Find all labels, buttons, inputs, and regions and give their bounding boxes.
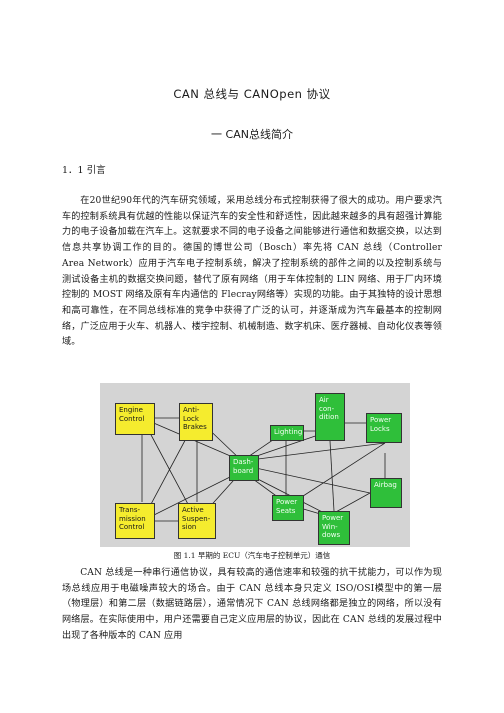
node-active-suspension: Active Suspen- sion xyxy=(178,503,216,539)
link-aircon-powerwindows xyxy=(329,440,335,512)
node-power-locks: Power Locks xyxy=(366,413,402,443)
paragraph-intro: 在20世纪90年代的汽车研究领域，采用总线分布式控制获得了很大的成功。用户要求汽… xyxy=(62,196,442,348)
link-dashboard-powerlocks xyxy=(241,442,386,462)
link-powerseats-powerlocks xyxy=(299,442,386,499)
link-powerwindows-airbag xyxy=(333,492,371,514)
link-dashboard-airbag xyxy=(241,464,371,494)
node-lighting: Lighting xyxy=(270,425,304,441)
paragraph-can-protocol: CAN 总线是一种串行通信协议，具有较高的通信速率和较强的抗干扰能力，可以作为现… xyxy=(62,568,442,641)
node-anti-lock-brakes: Anti- Lock Brakes xyxy=(179,403,213,441)
node-engine-control: Engine Control xyxy=(115,403,155,435)
node-transmission-control: Trans- mission Control xyxy=(115,503,155,539)
node-air-condition: Air con- dition xyxy=(315,393,345,441)
link-transmission-dashboard xyxy=(141,470,243,522)
node-dashboard: Dash- board xyxy=(229,455,259,481)
section-title: 一 CAN总线简介 xyxy=(211,128,293,141)
sub-heading: 1．1 引言 xyxy=(62,165,106,176)
node-power-seats: Power Seats xyxy=(272,495,304,521)
figure-caption: 图 1.1 早期的 ECU（汽车电子控制单元）通信 xyxy=(173,551,331,560)
node-airbag: Airbag xyxy=(370,478,402,508)
node-power-windows: Power Win- dows xyxy=(318,511,350,545)
document-title: CAN 总线与 CANOpen 协议 xyxy=(173,87,331,101)
ecu-network-diagram: Engine Control Anti- Lock Brakes Lightin… xyxy=(100,383,410,547)
